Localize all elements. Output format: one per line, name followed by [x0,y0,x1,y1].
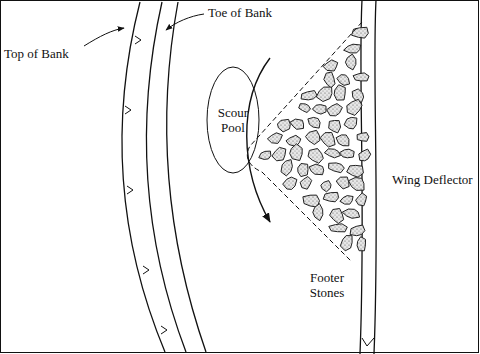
footer-stones-outline [247,22,362,262]
rock [348,178,364,191]
leader-line [84,28,124,46]
rock [336,135,349,146]
rock [345,54,356,70]
rock [339,149,354,158]
rock [327,104,343,116]
rock [259,151,271,159]
bank-tick [135,36,141,44]
water-edge-line [167,2,206,352]
rock [290,119,304,129]
rock [330,209,344,224]
rock [281,160,292,176]
rock [320,133,335,148]
rock [357,133,369,142]
rock [324,149,340,158]
rock [344,117,357,128]
rock [308,117,320,128]
rock [267,133,282,144]
bank-tick [125,106,131,114]
rock [329,163,345,173]
rock [340,196,353,205]
bank-label: Toe of Bank [208,5,298,20]
rock [357,237,365,251]
rock [329,121,341,133]
rock [342,209,359,218]
rock [313,204,323,221]
rock [359,149,371,161]
rock [306,130,320,144]
rock [300,177,312,190]
rock [347,99,362,115]
rock [329,224,348,232]
rock [353,73,369,81]
rock [336,177,349,189]
rock [278,119,291,131]
rock [272,147,286,160]
top-of-bank-line [122,2,165,352]
rock [312,105,326,115]
rock [352,27,369,38]
rock [323,60,338,71]
rock [350,225,365,236]
rock [301,91,317,100]
rock [316,87,332,101]
rock [309,164,324,175]
rock [334,85,345,100]
rock [299,104,311,113]
rock [344,44,361,53]
bank-tick [143,266,149,274]
bank-tick [362,338,374,346]
rock [286,135,301,146]
structure-label: Footer Stones [300,270,354,300]
bank-tick [127,186,133,194]
rock [298,164,308,177]
pool-label: Scour Pool [206,105,260,135]
rock [321,181,331,192]
scour-pool: Scour Pool [206,66,260,174]
rock [356,193,367,206]
bank-label: Top of Bank [4,46,94,61]
rock [283,177,297,189]
rock [290,144,303,161]
rock [340,236,352,251]
rock [323,192,338,201]
bank-tick [161,326,167,334]
leader-line [166,14,204,30]
rock [347,165,364,177]
structure-label: Wing Deflector [392,172,476,187]
rock [337,75,350,86]
rock [308,149,323,164]
right-bank-line [374,0,376,354]
toe-of-bank-line [146,2,186,352]
flow-arrow [247,58,270,222]
rock [324,72,335,88]
right-bank-line [360,0,362,354]
